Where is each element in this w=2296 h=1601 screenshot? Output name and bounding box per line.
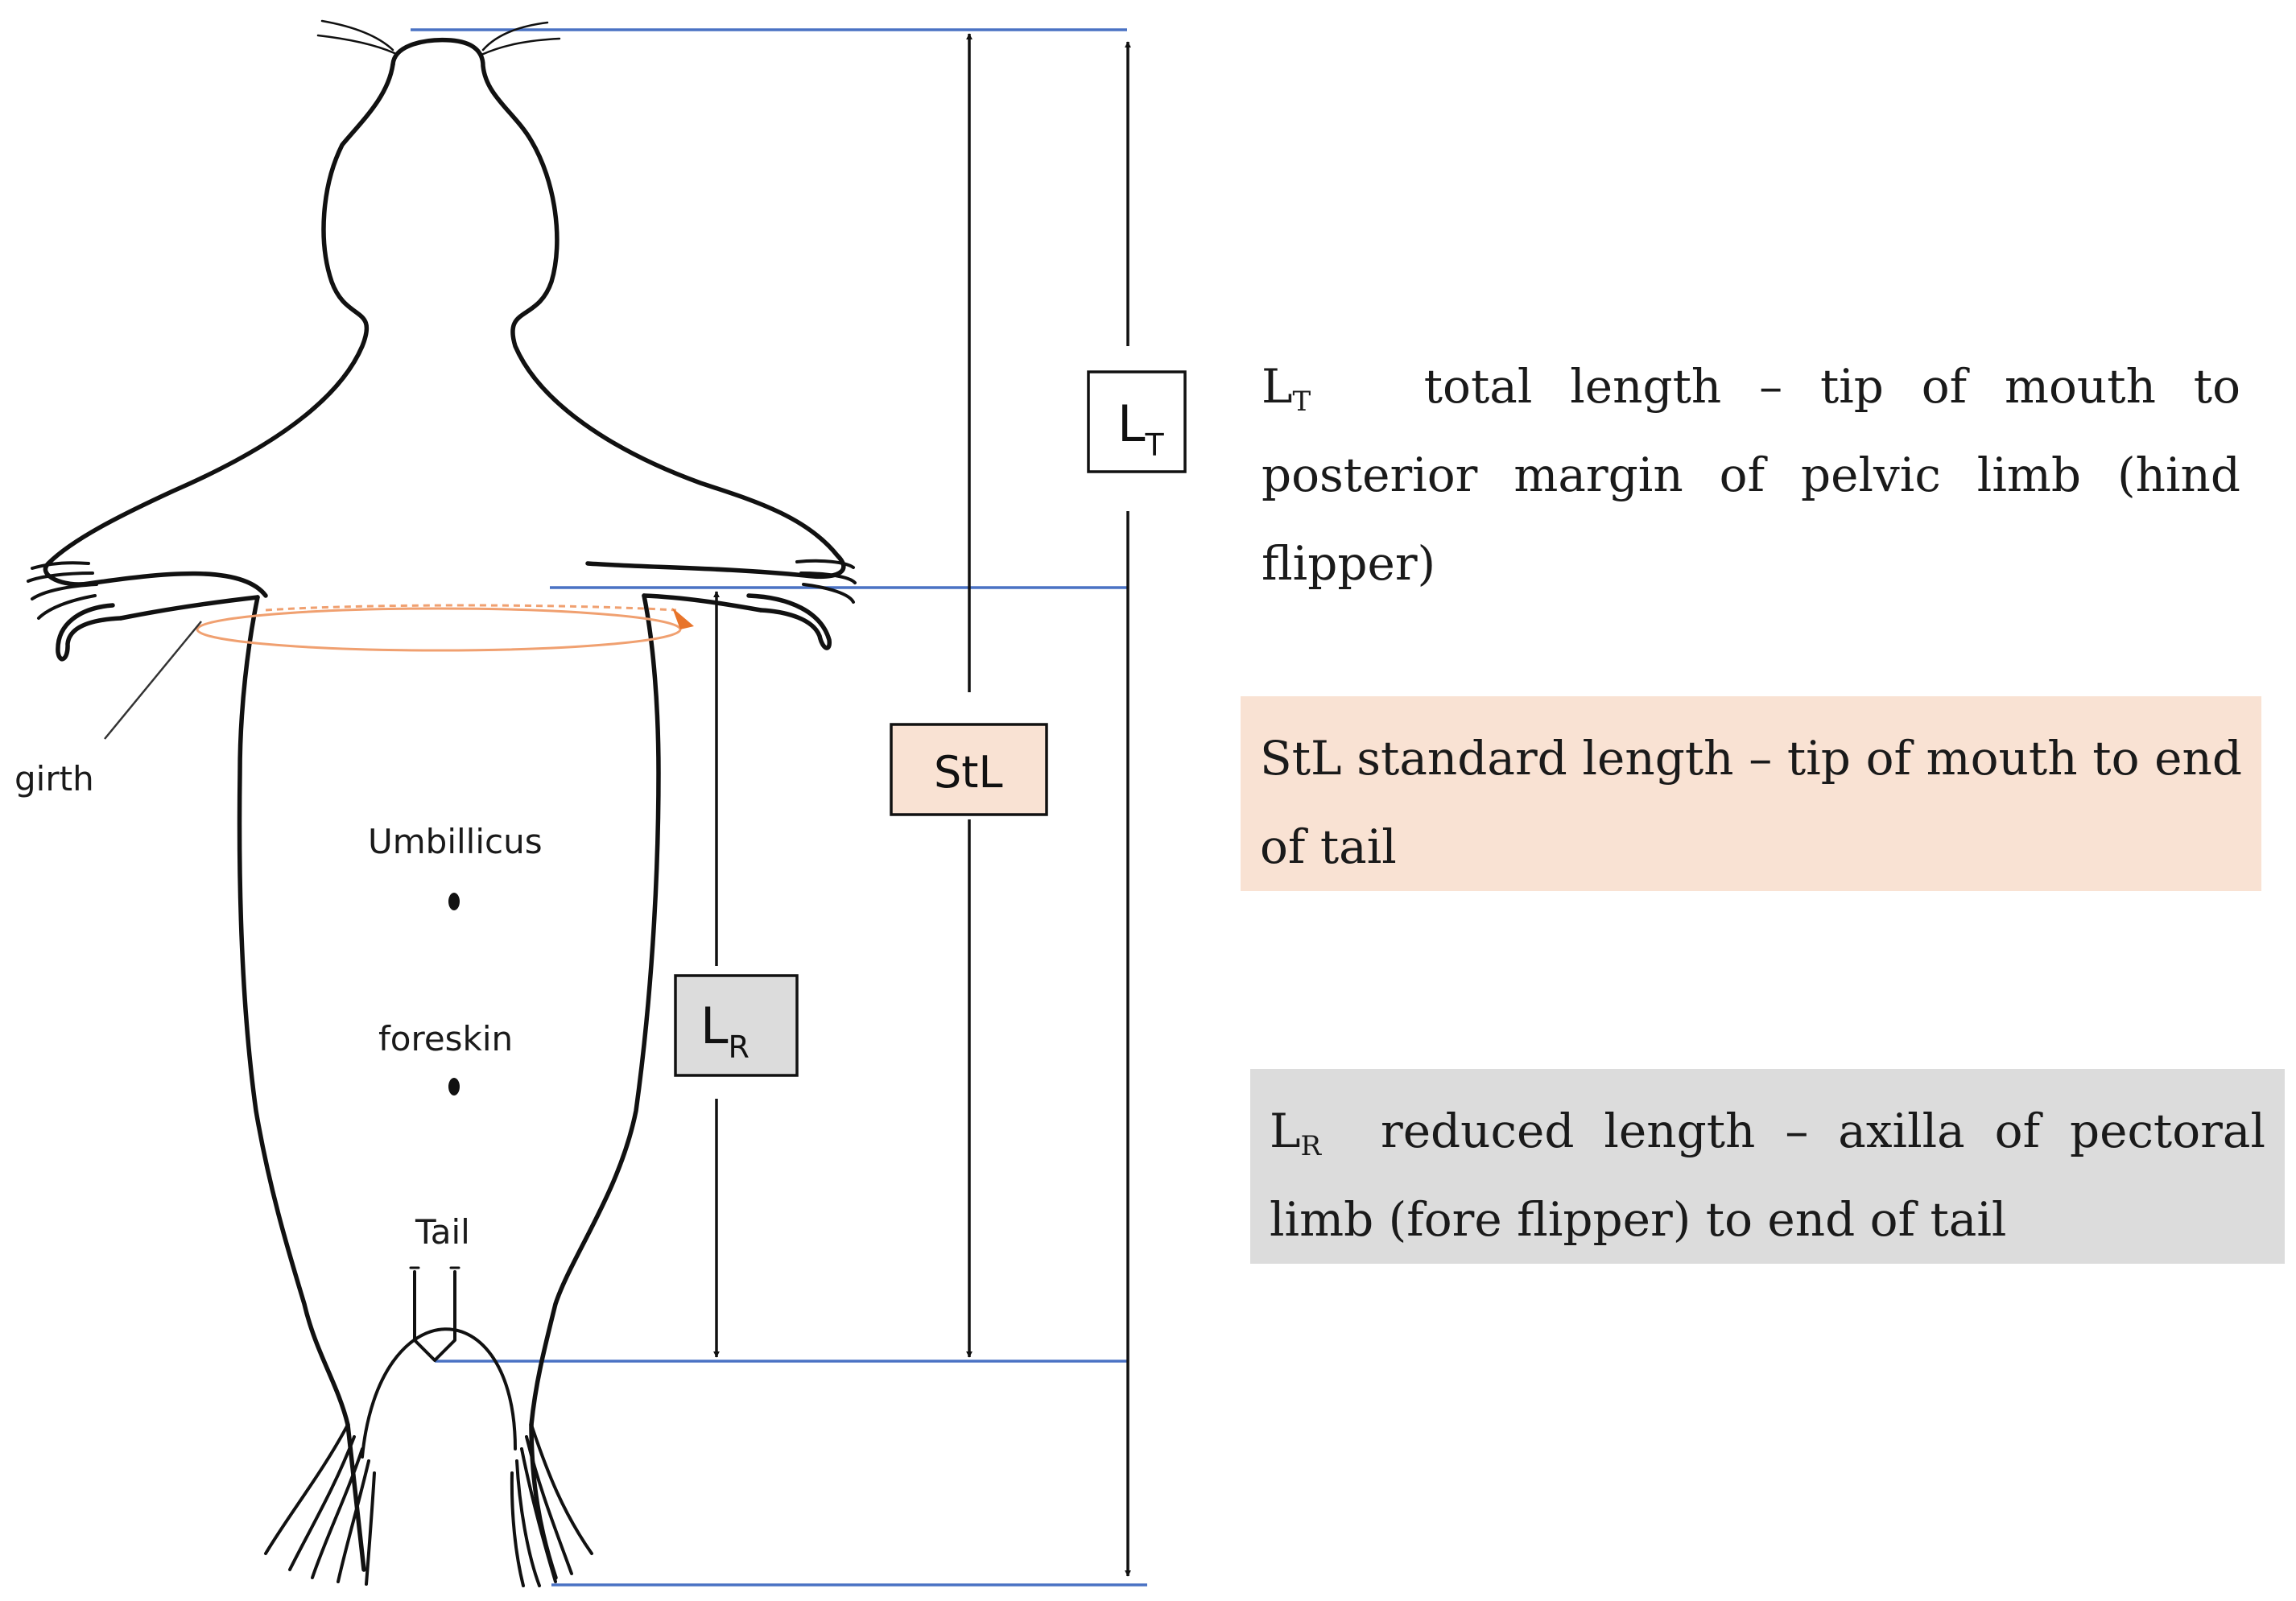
measurement-arrows — [713, 33, 1131, 1577]
left-flipper-claws — [27, 561, 98, 620]
stl-box: StL — [890, 723, 1048, 816]
whisker — [481, 21, 549, 52]
label-tail: Tail — [415, 1212, 470, 1252]
lt-box-sub: T — [1145, 427, 1165, 463]
lr-box-sub: R — [729, 1030, 750, 1065]
legend-lt-text: total length – tip of mouth to posterior… — [1262, 359, 2240, 591]
label-foreskin: foreskin — [378, 1019, 513, 1058]
legend-lr-symbol: L — [1270, 1104, 1301, 1158]
legend-lt-symbol: L — [1262, 359, 1293, 414]
legend-stl-text: StL standard length – tip of mouth to en… — [1260, 731, 2242, 874]
right-flipper-claws — [795, 559, 857, 604]
lt-box: LT — [1087, 370, 1187, 473]
girth-ellipse — [196, 607, 682, 652]
legend-total-length: LT total length – tip of mouth to poster… — [1252, 342, 2250, 608]
whisker — [316, 34, 396, 55]
girth-leader — [104, 621, 202, 740]
right-hind-fingers — [510, 1423, 593, 1587]
tail-outline — [413, 1270, 456, 1362]
right-flipper-inner — [642, 593, 763, 613]
left-flipper-inner — [118, 595, 260, 621]
head-outline — [390, 37, 846, 579]
whisker — [320, 19, 394, 52]
umbilicus-dot — [448, 893, 460, 910]
girth-dashed — [265, 604, 677, 612]
legend-lt-sub: T — [1292, 386, 1311, 418]
legend-lr-text: reduced length – axilla of pectoral limb… — [1270, 1104, 2266, 1247]
lt-box-main: L — [1117, 394, 1146, 453]
left-flipper-tip — [56, 603, 123, 662]
legend-reduced-length: LR reduced length – axilla of pectoral l… — [1250, 1069, 2285, 1264]
svg-text:LR: LR — [700, 996, 750, 1065]
label-girth: girth — [14, 759, 94, 798]
foreskin-dot — [448, 1078, 460, 1096]
svg-text:LT: LT — [1117, 394, 1165, 463]
seal-body — [27, 19, 857, 1587]
reference-lines — [411, 28, 1147, 1587]
left-hind-fingers — [264, 1423, 376, 1586]
tail-notch — [361, 1327, 517, 1459]
girth-loop — [104, 604, 694, 740]
girth-arrowhead — [672, 608, 694, 629]
lr-box-main: L — [700, 996, 729, 1055]
lr-box: LR — [674, 974, 799, 1077]
head-outline-left — [43, 62, 395, 598]
legend-lr-sub: R — [1300, 1130, 1322, 1162]
label-umbilicus: Umbillicus — [368, 822, 543, 861]
stl-box-label: StL — [934, 747, 1003, 798]
legend-standard-length: StL standard length – tip of mouth to en… — [1241, 696, 2261, 891]
body-right-side — [529, 593, 661, 1427]
whisker — [480, 37, 561, 56]
right-flipper-tip — [746, 593, 832, 650]
body-left-side — [237, 595, 350, 1427]
